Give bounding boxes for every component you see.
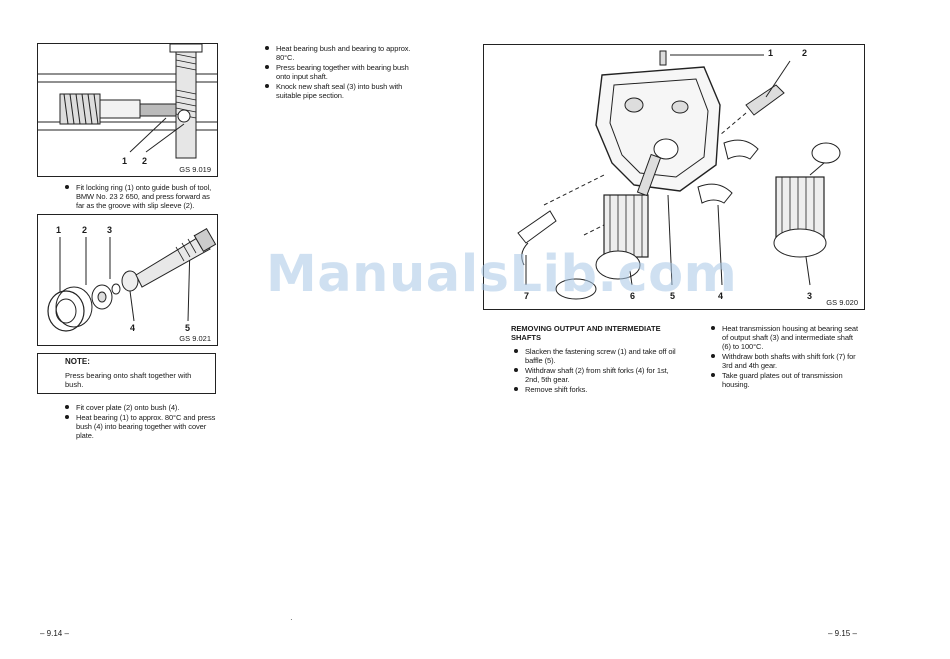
figure-gs-9-019: 1 2 GS 9.019 [37, 43, 218, 177]
bullet-icon [265, 84, 269, 88]
callout-1: 1 [768, 48, 774, 58]
bullet-icon [711, 354, 715, 358]
step-item: Heat bearing bush and bearing to approx.… [262, 44, 420, 62]
bullet-icon [711, 326, 715, 330]
step-list-1: Fit locking ring (1) onto guide bush of … [62, 183, 218, 211]
callout-5: 5 [670, 291, 676, 301]
step-text: Take guard plates out of transmission ho… [722, 371, 843, 389]
step-list-middle: Heat bearing bush and bearing to approx.… [262, 44, 420, 101]
note-text: Press bearing onto shaft together with b… [65, 371, 192, 389]
step-text: Withdraw both shafts with shift fork (7)… [722, 352, 856, 370]
tool-illustration [38, 44, 217, 159]
step-text: Knock new shaft seal (3) into bush with … [276, 82, 403, 100]
bullet-icon [514, 387, 518, 391]
note-title: NOTE: [65, 357, 90, 366]
callout-4: 4 [718, 291, 724, 301]
step-text: Withdraw shaft (2) from shift forks (4) … [525, 366, 669, 384]
step-item: Take guard plates out of transmission ho… [708, 371, 862, 389]
step-item: Press bearing together with bearing bush… [262, 63, 420, 81]
bullet-icon [65, 415, 69, 419]
step-text: Fit cover plate (2) onto bush (4). [76, 403, 180, 412]
step-item: Heat bearing (1) to approx. 80°C and pre… [62, 413, 218, 440]
figure-reference: GS 9.021 [179, 334, 211, 343]
step-item: Fit cover plate (2) onto bush (4). [62, 403, 218, 412]
bullet-icon [514, 368, 518, 372]
step-text: Heat bearing bush and bearing to approx.… [276, 44, 411, 62]
callout-6: 6 [630, 291, 636, 301]
callout-2: 2 [82, 225, 88, 235]
bullet-icon [265, 46, 269, 50]
step-text: Slacken the fastening screw (1) and take… [525, 347, 676, 365]
callout-4: 4 [130, 323, 136, 333]
page-number-right: – 9.15 – [828, 629, 857, 638]
step-text: Heat transmission housing at bearing sea… [722, 324, 858, 351]
step-item: Heat transmission housing at bearing sea… [708, 324, 862, 351]
figure-gs-9-021: 1 2 3 4 5 GS 9.021 [37, 214, 218, 346]
step-item: Withdraw both shafts with shift fork (7)… [708, 352, 862, 370]
step-text: Press bearing together with bearing bush… [276, 63, 409, 81]
step-item: Withdraw shaft (2) from shift forks (4) … [511, 366, 683, 384]
step-text: Fit locking ring (1) onto guide bush of … [76, 183, 212, 210]
section-heading: REMOVING OUTPUT AND INTERMEDIATE SHAFTS [511, 324, 661, 342]
note-box: NOTE: Press bearing onto shaft together … [37, 353, 216, 394]
step-list-right-a: Slacken the fastening screw (1) and take… [511, 347, 683, 395]
callout-7: 7 [524, 291, 530, 301]
step-item: Slacken the fastening screw (1) and take… [511, 347, 683, 365]
callout-2: 2 [142, 156, 148, 166]
figure-reference: GS 9.019 [179, 165, 211, 174]
step-item: Knock new shaft seal (3) into bush with … [262, 82, 420, 100]
callout-3: 3 [807, 291, 813, 301]
figure-gs-9-020: 1 2 7 6 5 4 3 GS 9.020 [483, 44, 865, 310]
watermark-text: ManualsLib.com [266, 245, 738, 304]
figure-reference: GS 9.020 [826, 298, 858, 307]
callout-1: 1 [56, 225, 62, 235]
step-text: Heat bearing (1) to approx. 80°C and pre… [76, 413, 216, 440]
step-item: Fit locking ring (1) onto guide bush of … [62, 183, 218, 210]
page-number-left: – 9.14 – [40, 629, 69, 638]
left-page: 1 2 GS 9.019 Fit locking ring (1) onto g… [37, 43, 420, 638]
callout-2: 2 [802, 48, 808, 58]
scan-speck: · [290, 615, 293, 624]
callout-3: 3 [107, 225, 113, 235]
step-item: Remove shift forks. [511, 385, 683, 394]
callout-5: 5 [185, 323, 191, 333]
bearing-illustration [47, 228, 217, 332]
callout-1: 1 [122, 156, 128, 166]
bullet-icon [65, 405, 69, 409]
bullet-icon [65, 185, 69, 189]
step-list-2: Fit cover plate (2) onto bush (4). Heat … [62, 403, 218, 441]
step-text: Remove shift forks. [525, 385, 588, 394]
transmission-exploded-view [517, 50, 841, 300]
right-page: 1 2 7 6 5 4 3 GS 9.020 [475, 0, 950, 659]
bullet-icon [265, 65, 269, 69]
bullet-icon [514, 349, 518, 353]
bullet-icon [711, 373, 715, 377]
step-list-right-b: Heat transmission housing at bearing sea… [708, 324, 862, 390]
